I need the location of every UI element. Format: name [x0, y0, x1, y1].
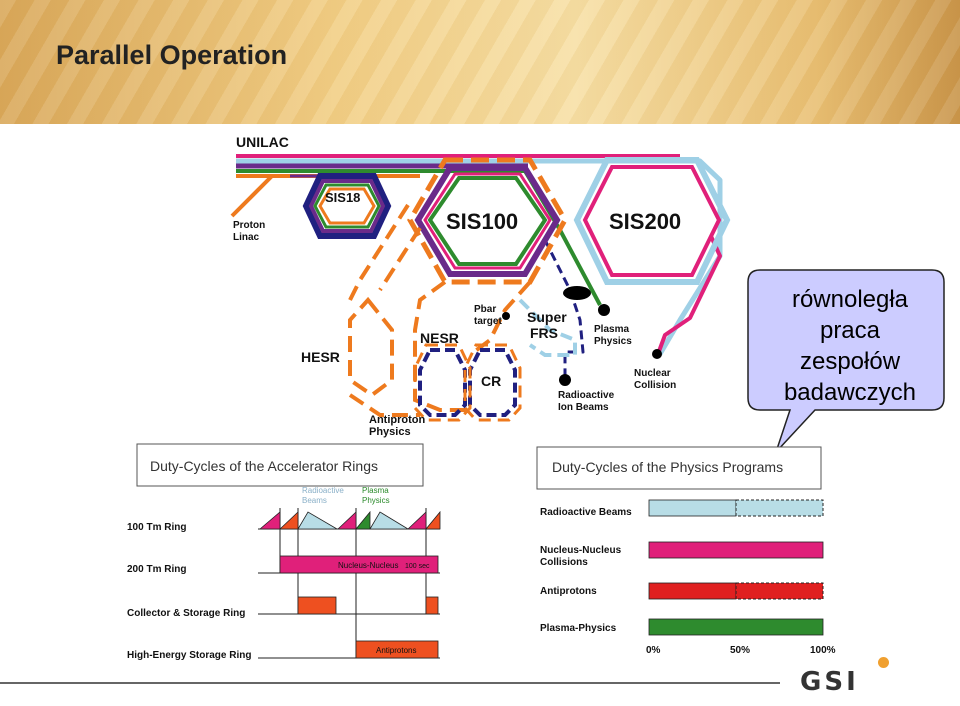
header-banner [0, 0, 960, 124]
proton-linac-label-2: Linac [233, 232, 260, 243]
program-label-plasma: Plasma-Physics [540, 623, 617, 634]
production-target-icon [563, 286, 591, 300]
super-frs-label-1: Super [527, 309, 567, 325]
sis100-label: SIS100 [446, 209, 518, 234]
program-label-radioactive: Radioactive Beams [540, 507, 632, 518]
row-label-hesr: High-Energy Storage Ring [127, 650, 251, 661]
plasma-physics-dot [598, 304, 610, 316]
gsi-logo: GSI [800, 667, 859, 697]
tick-100: 100% [810, 645, 836, 656]
unilac-label: UNILAC [236, 134, 289, 150]
program-bar-0 [648, 499, 737, 517]
antiproton-physics-label-1: Antiproton [369, 414, 425, 426]
program-bars [648, 499, 824, 636]
pbar-target-label-1: Pbar [474, 304, 496, 315]
rings-duty-title: Duty-Cycles of the Accelerator Rings [150, 458, 378, 474]
radioactive-beams-dot [559, 374, 571, 386]
program-label-antiprotons: Antiprotons [540, 586, 597, 597]
hesr-label: HESR [301, 349, 340, 365]
sis200-ring [573, 157, 731, 285]
orange-transfer-lines [348, 203, 532, 417]
hesr-antiprotons-bar [355, 640, 439, 659]
proton-linac-label-1: Proton [233, 220, 265, 231]
nuclear-collision-label-2: Collision [634, 380, 676, 391]
sis18-label: SIS18 [325, 190, 360, 205]
rings-duty-title-box [136, 443, 424, 487]
ring100-cycles [258, 510, 441, 530]
program-bar-2 [648, 582, 737, 600]
callout-line-3: zespołów [799, 348, 901, 375]
tick-50: 50% [730, 645, 750, 656]
page-title: Parallel Operation [56, 40, 288, 70]
nesr-label: NESR [420, 330, 459, 346]
tick-0: 0% [646, 645, 661, 656]
footer-rule [0, 682, 780, 684]
nesr-cr-rings [413, 343, 522, 422]
antiprotons-bar-label: Antiprotons [376, 646, 416, 655]
sis100-ring [407, 157, 568, 285]
callout-text: równoległa praca zespołów badawczych [752, 284, 948, 408]
program-bar-3 [648, 618, 824, 636]
program-bar-1 [648, 541, 824, 559]
cr-label: CR [481, 373, 501, 389]
nuclear-collision-dot [652, 349, 662, 359]
legend-plasma-2: Physics [362, 496, 390, 505]
row-label-collector: Collector & Storage Ring [127, 608, 245, 619]
nuclear-collision-label-1: Nuclear [634, 368, 671, 379]
collector-bar-1 [297, 596, 337, 615]
program-bar-remainder-2 [735, 582, 824, 600]
row-label-100tm: 100 Tm Ring [127, 522, 186, 533]
super-frs-line [518, 298, 577, 357]
callout-line-2: praca [819, 317, 881, 344]
time-label: 100 sec [405, 563, 430, 570]
logo-dot-icon [878, 657, 889, 668]
legend-radioactive-2: Beams [302, 496, 327, 505]
plasma-physics-label-1: Plasma [594, 324, 629, 335]
legend-plasma-1: Plasma [362, 486, 389, 495]
speech-bubble [747, 269, 945, 453]
callout-line-4: badawczych [783, 379, 917, 406]
program-bar-remainder-0 [735, 499, 824, 517]
programs-duty-title-box [536, 446, 822, 490]
callout-line-1: równoległa [791, 286, 909, 313]
nucleus-nucleus-label: Nucleus-Nucleus [338, 561, 398, 570]
sis18-ring [302, 173, 392, 239]
legend-radioactive-1: Radioactive [302, 486, 344, 495]
program-label-nucleus-2: Collisions [540, 557, 588, 568]
radioactive-beams-label-2: Ion Beams [558, 402, 609, 413]
plasma-physics-label-2: Physics [594, 336, 632, 347]
radioactive-beams-label-1: Radioactive [558, 390, 615, 401]
programs-duty-title: Duty-Cycles of the Physics Programs [552, 459, 783, 475]
pbar-target-label-2: target [474, 316, 502, 327]
super-frs-label-2: FRS [530, 325, 558, 341]
antiproton-physics-label-2: Physics [369, 426, 411, 438]
row-label-200tm: 200 Tm Ring [127, 564, 186, 575]
sis200-label: SIS200 [609, 209, 681, 234]
collector-bar-2 [425, 596, 439, 615]
ring200-bar [279, 555, 439, 574]
program-label-nucleus-1: Nucleus-Nucleus [540, 545, 622, 556]
pbar-target-dot [502, 312, 510, 320]
